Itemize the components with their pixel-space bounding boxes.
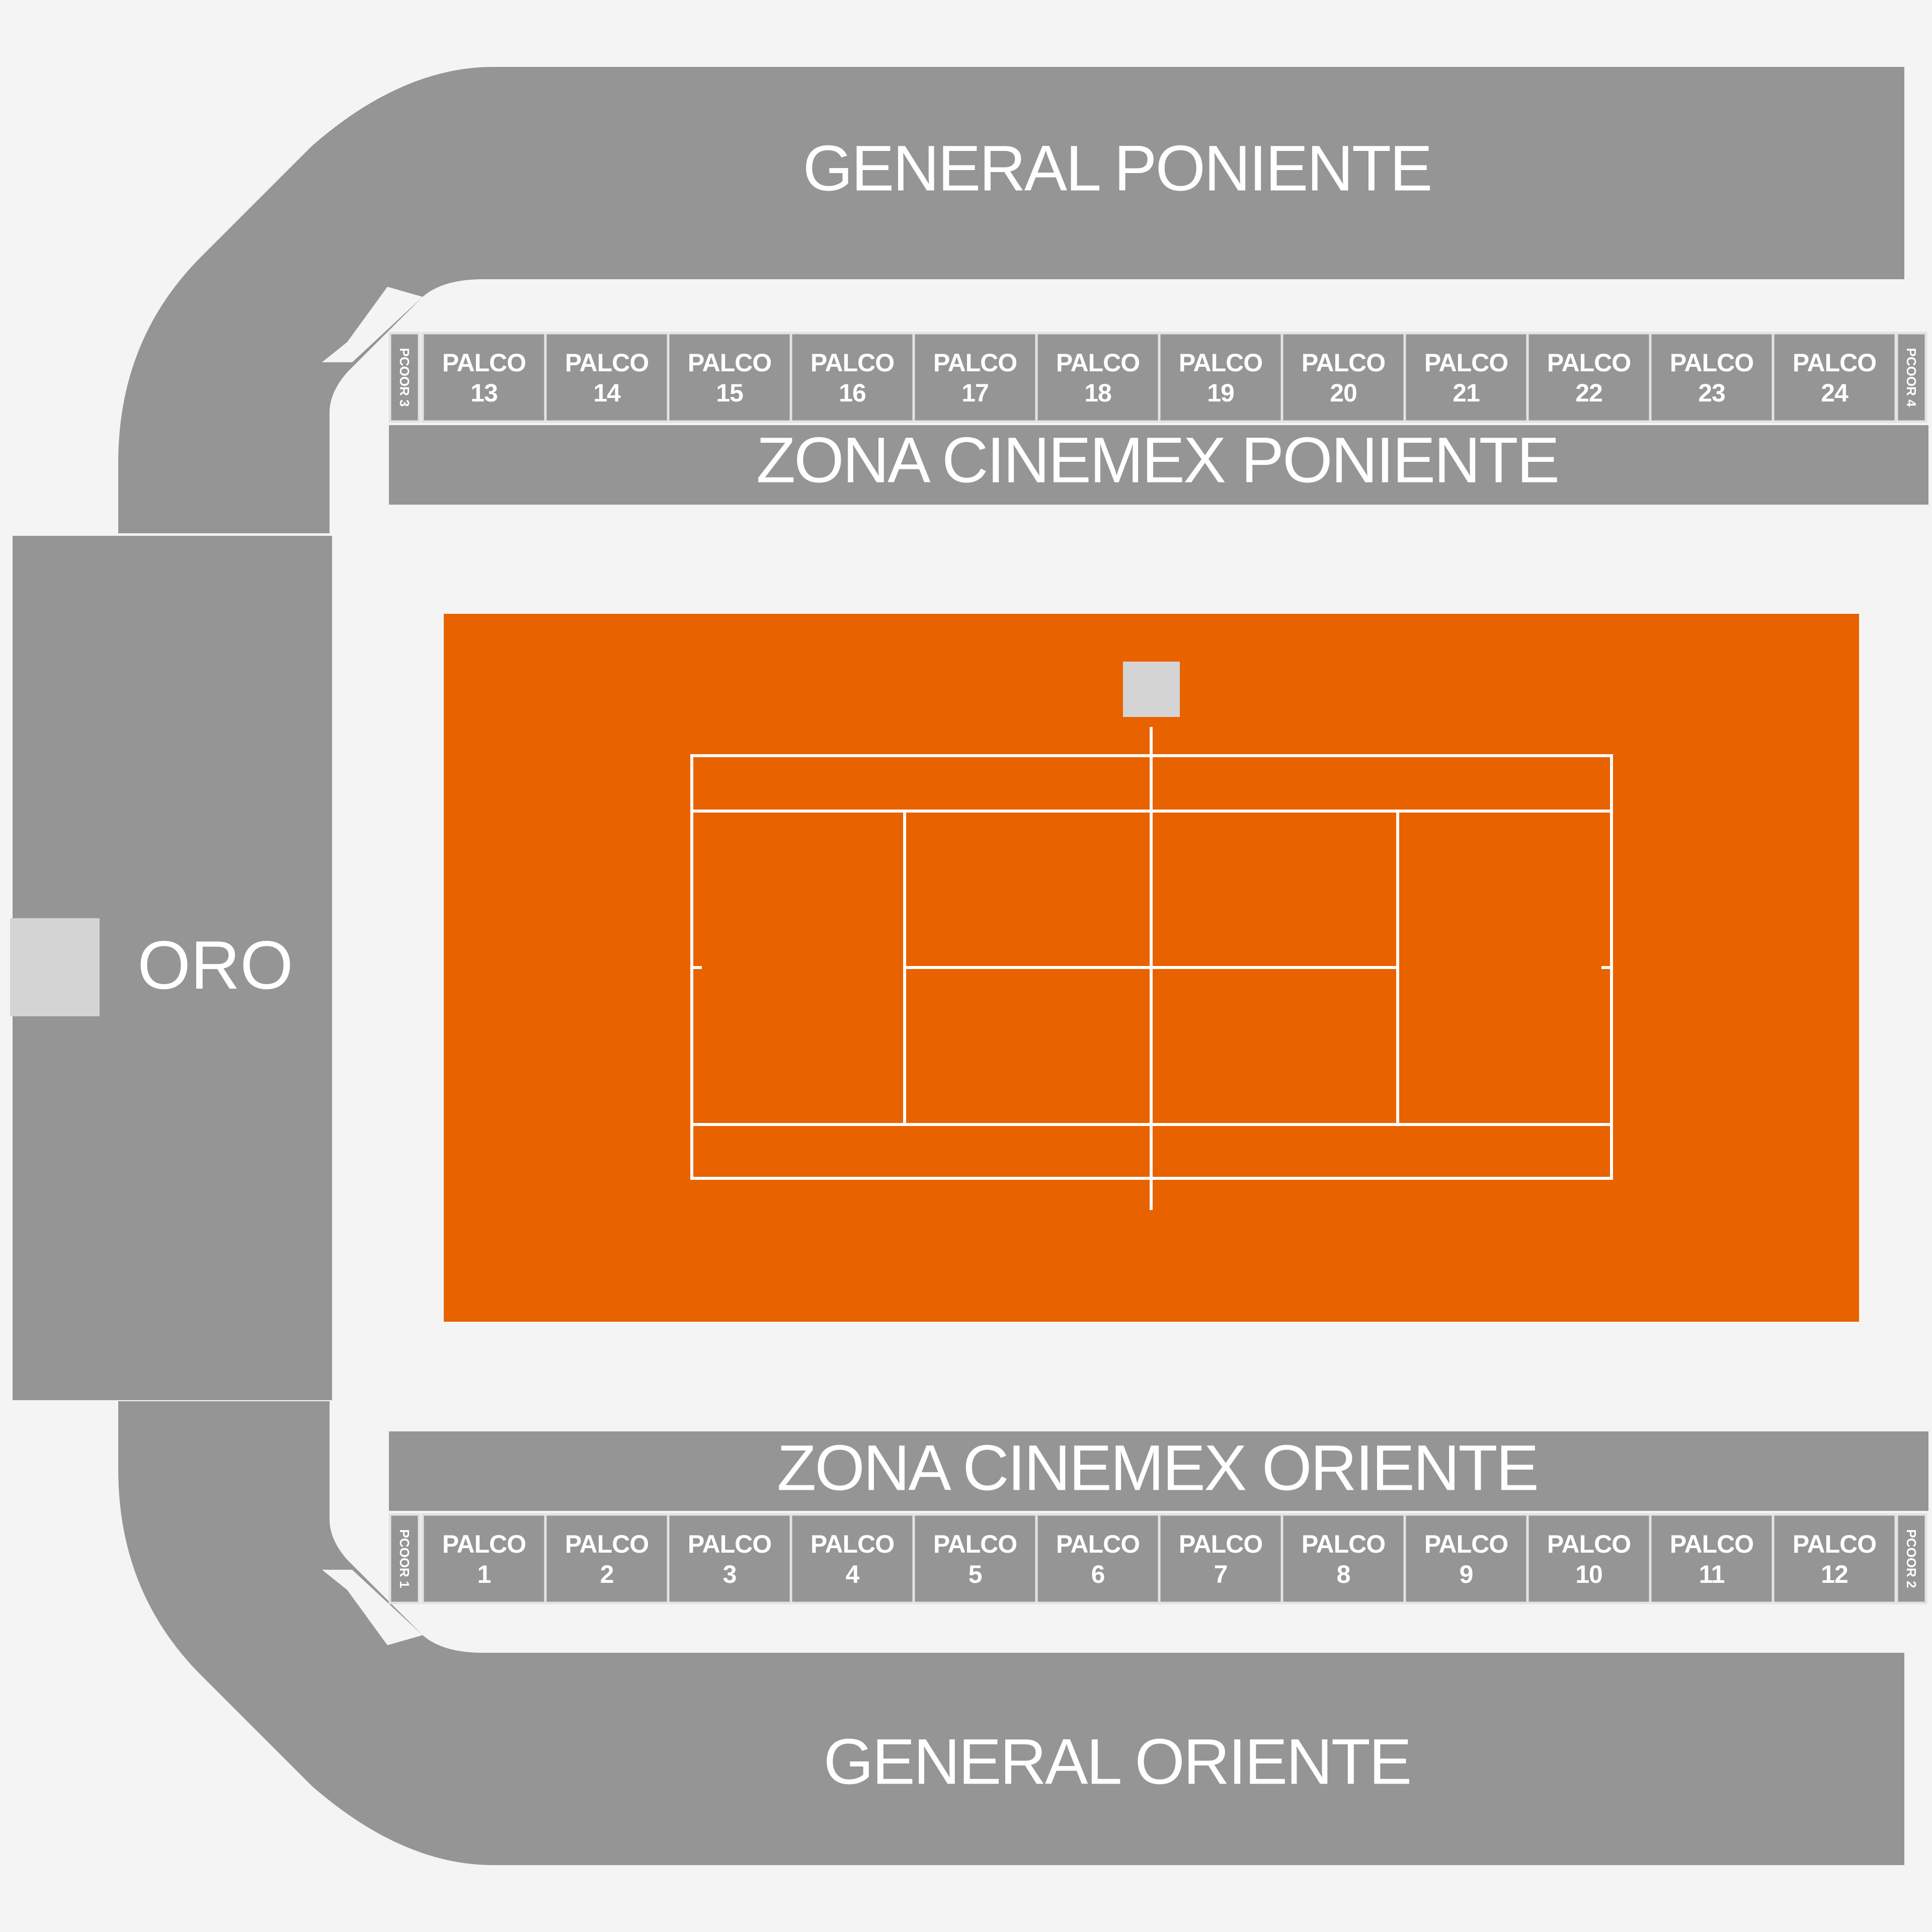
corner-box-oriente-right[interactable] — [1895, 1513, 1927, 1604]
oro-marker — [10, 918, 100, 1016]
oriente-palco-1[interactable] — [421, 1513, 547, 1604]
aisle-gap-south — [322, 1570, 423, 1645]
poniente-palco-21[interactable] — [1403, 332, 1529, 423]
section-zona-cinemex-oriente[interactable] — [389, 1431, 1928, 1511]
oriente-palco-11[interactable] — [1649, 1513, 1775, 1604]
poniente-palco-13[interactable] — [421, 332, 547, 423]
poniente-palco-18[interactable] — [1035, 332, 1161, 423]
poniente-palco-14[interactable] — [544, 332, 670, 423]
corner-box-poniente-right[interactable] — [1895, 332, 1927, 423]
palco-row-oriente: PALCO1PALCO2PALCO3PALCO4PALCO5PALCO6PALC… — [421, 1513, 1897, 1604]
poniente-palco-16[interactable] — [789, 332, 915, 423]
poniente-palco-15[interactable] — [667, 332, 792, 423]
tennis-court-lines — [690, 727, 1613, 1210]
oriente-palco-7[interactable] — [1158, 1513, 1283, 1604]
aisle-gap-north — [322, 287, 423, 362]
oriente-palco-5[interactable] — [912, 1513, 1038, 1604]
oriente-palco-2[interactable] — [544, 1513, 670, 1604]
section-general-poniente[interactable] — [118, 67, 1904, 533]
poniente-palco-19[interactable] — [1158, 332, 1283, 423]
oriente-palco-10[interactable] — [1526, 1513, 1652, 1604]
oriente-palco-3[interactable] — [667, 1513, 792, 1604]
poniente-palco-24[interactable] — [1772, 332, 1897, 423]
oriente-palco-4[interactable] — [789, 1513, 915, 1604]
section-general-oriente[interactable] — [118, 1401, 1904, 1865]
poniente-palco-17[interactable] — [912, 332, 1038, 423]
umpire-chair-marker — [1123, 662, 1180, 717]
poniente-palco-20[interactable] — [1280, 332, 1406, 423]
palco-row-poniente: PALCO13PALCO14PALCO15PALCO16PALCO17PALCO… — [421, 332, 1897, 423]
corner-box-poniente-left[interactable] — [388, 332, 421, 423]
poniente-palco-23[interactable] — [1649, 332, 1775, 423]
oriente-palco-12[interactable] — [1772, 1513, 1897, 1604]
poniente-palco-22[interactable] — [1526, 332, 1652, 423]
section-zona-cinemex-poniente[interactable] — [389, 425, 1928, 505]
oriente-palco-8[interactable] — [1280, 1513, 1406, 1604]
corner-box-oriente-left[interactable] — [388, 1513, 421, 1604]
oriente-palco-9[interactable] — [1403, 1513, 1529, 1604]
oriente-palco-6[interactable] — [1035, 1513, 1161, 1604]
